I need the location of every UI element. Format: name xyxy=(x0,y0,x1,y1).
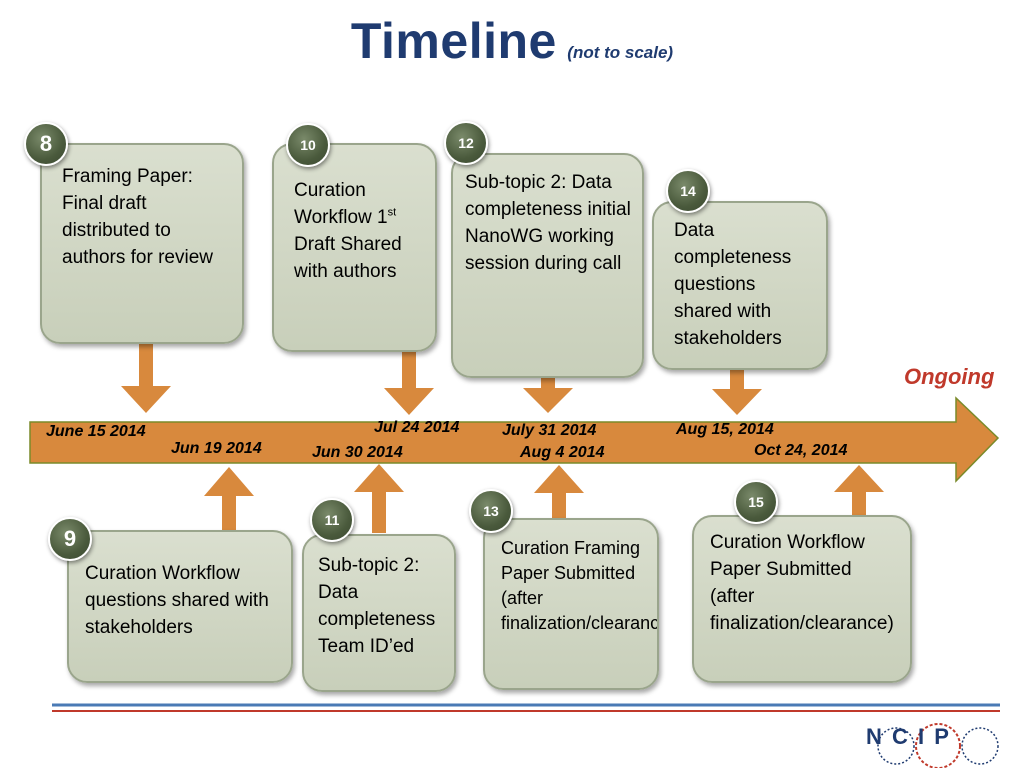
badge-8: 8 xyxy=(24,122,68,166)
logo-swoosh xyxy=(877,723,999,768)
badge-13: 13 xyxy=(469,489,513,533)
date-oct-24: Oct 24, 2014 xyxy=(754,442,848,459)
date-july-31: July 31 2014 xyxy=(502,422,597,439)
event-card-9: Curation Workflow questions shared with … xyxy=(67,530,293,683)
event-card-14: Data completeness questions shared with … xyxy=(652,201,828,370)
date-jun-19: Jun 19 2014 xyxy=(171,440,262,457)
up-arrow-13 xyxy=(534,465,584,518)
event-card-11: Sub-topic 2: Data completeness Team ID’e… xyxy=(302,534,456,692)
title-main: Timeline xyxy=(350,13,557,69)
up-arrow-11 xyxy=(354,464,404,533)
up-arrow-15 xyxy=(834,465,884,515)
event-text-9: Curation Workflow questions shared with … xyxy=(85,563,269,638)
event-text-13: Curation Framing Paper Submitted (after … xyxy=(501,538,659,633)
event-text-14: Data completeness questions shared with … xyxy=(674,220,792,349)
event-card-13: Curation Framing Paper Submitted (after … xyxy=(483,518,659,690)
event-card-15: Curation Workflow Paper Submitted (after… xyxy=(692,515,912,683)
down-arrow-8 xyxy=(121,342,171,413)
title-subtitle: (not to scale) xyxy=(567,43,674,62)
badge-15: 15 xyxy=(734,480,778,524)
event-text-11: Sub-topic 2: Data completeness Team ID’e… xyxy=(318,555,436,657)
badge-9: 9 xyxy=(48,517,92,561)
down-arrow-14 xyxy=(712,369,762,415)
badge-14: 14 xyxy=(666,169,710,213)
date-aug-15: Aug 15, 2014 xyxy=(676,421,774,438)
badge-10: 10 xyxy=(286,123,330,167)
timeline-arrow xyxy=(29,396,1000,483)
logo-letters: N C I P xyxy=(866,724,951,749)
ncip-logo: N C I P xyxy=(858,712,1018,768)
down-arrow-12 xyxy=(523,376,573,413)
down-arrow-10 xyxy=(384,350,434,415)
event-text-10: Curation Workflow 1st Draft Shared with … xyxy=(294,180,402,282)
date-jun-30: Jun 30 2014 xyxy=(312,444,403,461)
badge-11: 11 xyxy=(310,498,354,542)
event-text-15: Curation Workflow Paper Submitted (after… xyxy=(710,532,894,634)
up-arrow-9 xyxy=(204,467,254,532)
event-card-10: Curation Workflow 1st Draft Shared with … xyxy=(272,143,437,352)
badge-12: 12 xyxy=(444,121,488,165)
page-title: Timeline (not to scale) xyxy=(0,12,1024,70)
date-june-15: June 15 2014 xyxy=(46,423,146,440)
event-text-12: Sub-topic 2: Data completeness initial N… xyxy=(465,172,631,274)
date-jul-24: Jul 24 2014 xyxy=(374,419,460,436)
event-card-8: Framing Paper: Final draft distributed t… xyxy=(40,143,244,344)
event-text-8: Framing Paper: Final draft distributed t… xyxy=(62,166,214,268)
date-aug-4: Aug 4 2014 xyxy=(520,444,605,461)
ongoing-label: Ongoing xyxy=(904,364,995,389)
event-card-12: Sub-topic 2: Data completeness initial N… xyxy=(451,153,644,378)
